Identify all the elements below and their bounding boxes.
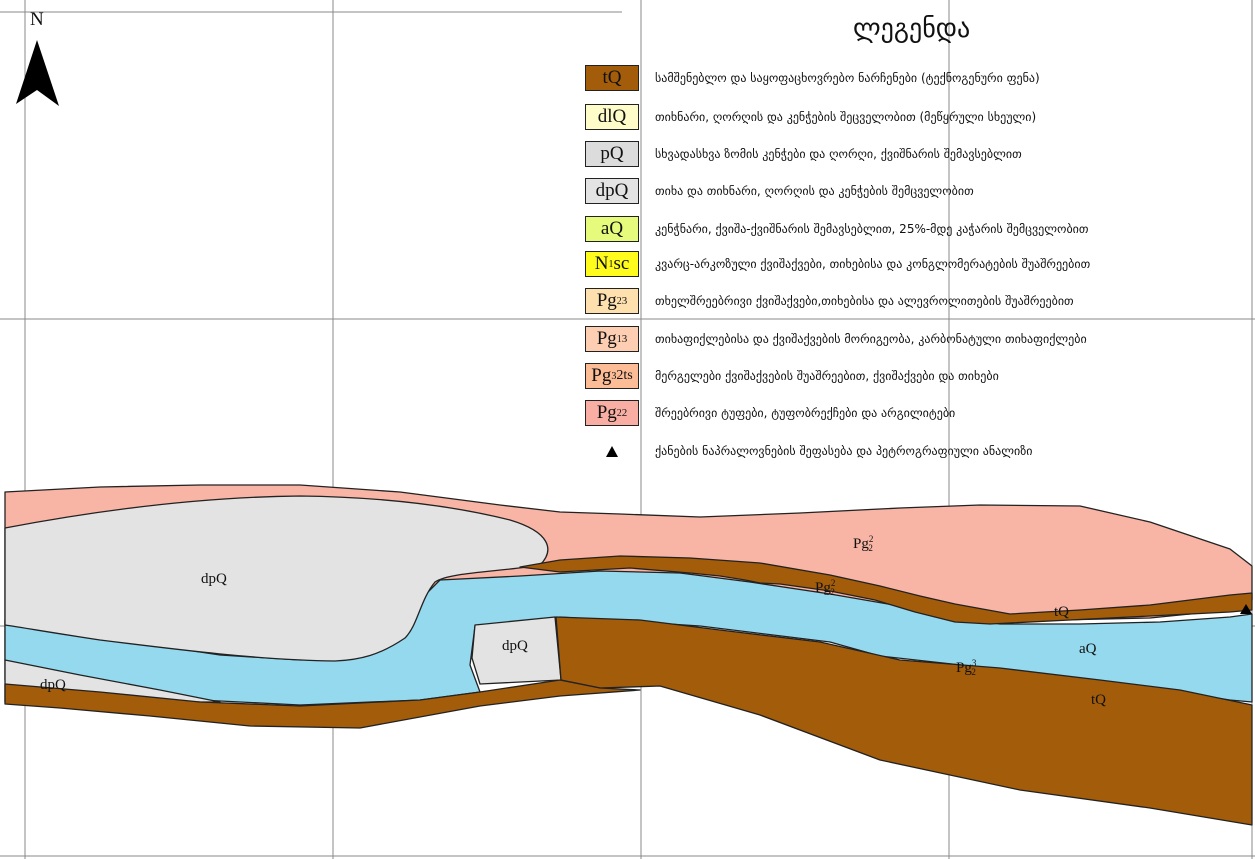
legend-code: Pg [596,328,617,349]
label-dpq-main: dpQ [201,571,227,587]
legend-code-sup: 2 [616,407,622,419]
label-dpq-small: dpQ [502,638,528,654]
north-arrow-icon [16,40,59,106]
legend-code-sup: 2 [616,295,622,307]
legend-row-tq: tQ სამშენებლო და საყოფაცხოვრებო ნარჩენებ… [585,63,1040,93]
legend-code: aQ [600,218,624,239]
layer-tq-basal [4,679,641,729]
layer-tq-bottom [555,616,1253,826]
legend-row-pq: pQ სხვადასხვა ზომის კენჭები და ღორღი, ქვ… [585,139,1022,169]
legend-code-tail: 2ts [616,368,633,383]
legend-marker [585,445,639,457]
legend-swatch: dlQ [585,104,639,130]
label-pg-top-sub: 2 [868,543,873,553]
legend-code: N [594,253,609,274]
label-dpq-left: dpQ [40,677,66,693]
legend-text: სამშენებლო და საყოფაცხოვრებო ნარჩენები (… [655,71,1040,85]
label-pg-low-sub: 2 [971,667,976,677]
legend-code-tail: 3 [621,333,628,345]
legend-code: dpQ [595,180,629,201]
legend-text: სხვადასხვა ზომის კენჭები და ღორღი, ქვიშნ… [655,147,1022,161]
legend-code: dlQ [597,106,627,127]
label-pg-mid-sup: 2 [831,578,836,588]
layer-dpq-main [4,495,549,662]
legend-text: ქანების ნაპრალოვნების შეფასება და პეტროგ… [655,444,1033,458]
label-pg-mid-base: Pg [815,580,831,596]
legend-text: შრეებრივი ტუფები, ტუფობრექჩები და არგილი… [655,406,956,420]
legend-row-dpq: dpQ თიხა და თიხნარი, ღორღის და კენჭების … [585,176,974,206]
legend-text: თიხნარი, ღორღის და კენჭების შეცველობით (… [655,110,1037,124]
legend-swatch: pQ [585,141,639,167]
label-tq-bottom: tQ [1091,692,1106,708]
label-pg-mid-sub: 2 [830,587,835,597]
legend-code-tail: sc [613,253,630,274]
legend-row-dlq: dlQ თიხნარი, ღორღის და კენჭების შეცველობ… [585,102,1036,132]
layer-dpq-small [471,616,562,685]
legend-text: მერგელები ქვიშაქვების შუაშრეებით, ქვიშაქ… [655,369,999,383]
legend-code: Pg [591,365,612,386]
label-pg-top-sup: 2 [869,534,874,544]
legend-code-sup: 3 [611,370,617,382]
legend-code: Pg [596,290,617,311]
legend-row-marker: ქანების ნაპრალოვნების შეფასება და პეტროგ… [585,436,1032,466]
legend-code: tQ [602,67,622,88]
legend-code-sup: 1 [608,258,614,270]
legend-swatch: dpQ [585,178,639,204]
legend-row-aq: aQ კენჭნარი, ქვიშა-ქვიშნარის შემავსებლით… [585,214,1089,244]
legend-code: Pg [596,402,617,423]
triangle-marker-icon [606,445,618,457]
label-pg-low-sup: 3 [972,658,977,668]
legend-text: კვარც-არკოზული ქვიშაქვები, თიხებისა და კ… [655,257,1091,271]
label-pg-top-base: Pg [853,536,869,552]
label-pg-low-base: Pg [956,660,972,676]
north-label: N [30,9,44,30]
legend-text: თხელშრეებრივი ქვიშაქვები,თიხებისა და ალე… [655,294,1074,308]
legend-text: თიხა და თიხნარი, ღორღის და კენჭების შემც… [655,184,974,198]
legend-swatch: aQ [585,216,639,242]
label-aq: aQ [1079,641,1097,657]
label-tq-right: tQ [1054,604,1069,620]
legend-code-tail: 2 [621,407,628,419]
legend-swatch: tQ [585,65,639,91]
legend-text: თიხაფიქლებისა და ქვიშაქვების მორიგეობა, … [655,332,1087,346]
cross-section [4,484,1253,826]
legend-code-sup: 1 [616,333,622,345]
legend-text: კენჭნარი, ქვიშა-ქვიშნარის შემავსებლით, 2… [655,222,1089,236]
legend-code-tail: 3 [621,295,628,307]
legend-title: ლეგენდა [853,14,971,44]
layer-tq-top [519,555,1253,625]
legend-code: pQ [600,143,624,164]
sample-marker-icon [1240,604,1252,614]
